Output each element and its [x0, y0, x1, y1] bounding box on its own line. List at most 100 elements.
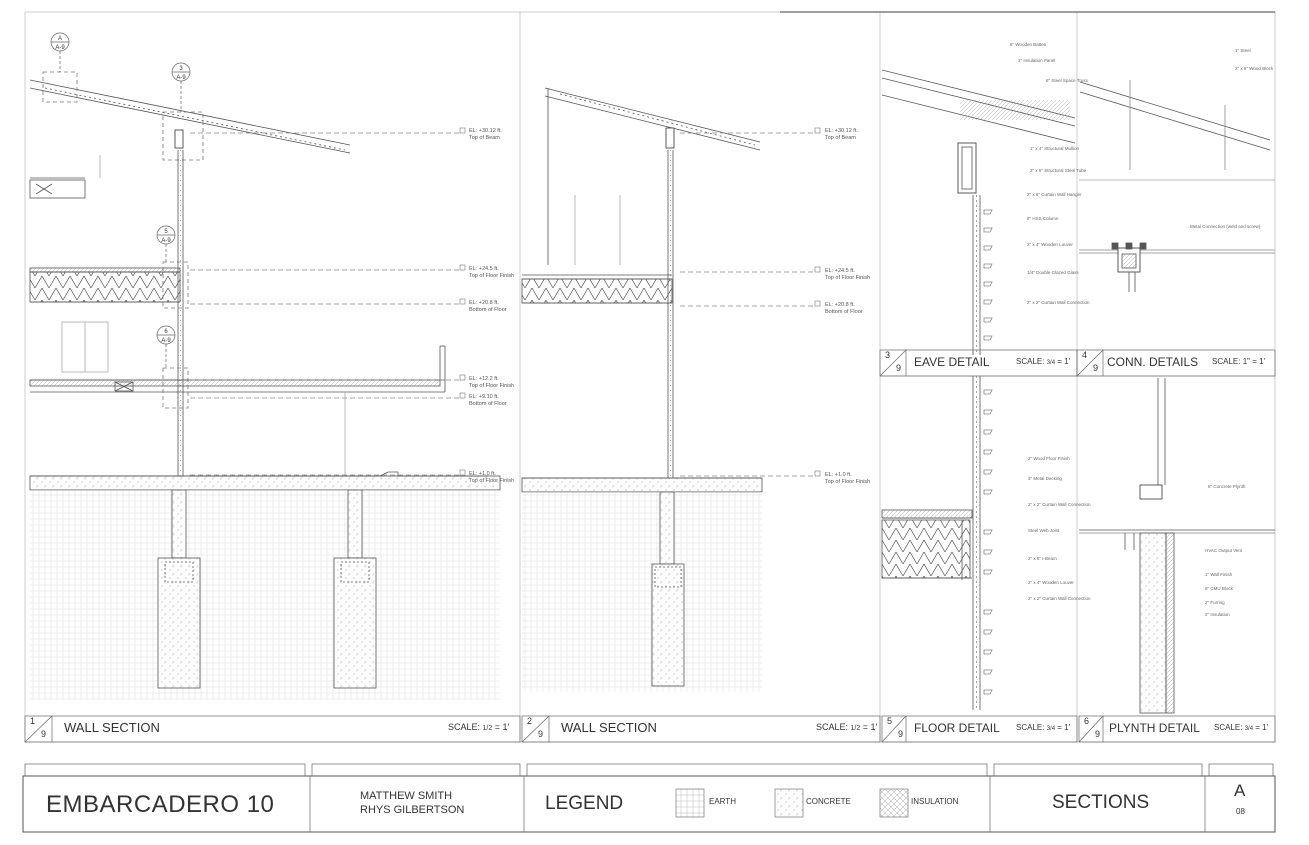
svg-text:A-9: A-9 — [176, 75, 186, 81]
drawing-title-bands — [24, 349, 1276, 743]
svg-text:Top of Floor Finish: Top of Floor Finish — [825, 479, 870, 485]
svg-text:2" x 2" Curtain Wall Connectio: 2" x 2" Curtain Wall Connection — [1028, 502, 1091, 507]
svg-text:A-9: A-9 — [161, 238, 171, 244]
svg-text:Top of Floor Finish: Top of Floor Finish — [469, 273, 514, 279]
drawing-3-scale: SCALE: 3/4 = 1' — [1016, 357, 1071, 366]
svg-text:EL: +12.2 ft.: EL: +12.2 ft. — [469, 376, 499, 382]
drawing-1-scale: SCALE: 1/2 = 1' — [448, 722, 510, 732]
svg-text:6" Wooden Batten: 6" Wooden Batten — [1010, 42, 1047, 47]
elevation-markers-s2: EL: +30.12 ft.Top of Beam EL: +24.5 ft.T… — [814, 127, 870, 485]
drawing-5-title: FLOOR DETAIL — [914, 721, 1000, 735]
elevation-marker: EL: +30.12 ft.Top of Beam — [459, 127, 502, 141]
svg-text:2" x 4" Wooden Louver: 2" x 4" Wooden Louver — [1027, 242, 1073, 247]
drawing-3-title: EAVE DETAIL — [914, 355, 990, 369]
svg-text:1/4" Double Glazed Glass: 1/4" Double Glazed Glass — [1027, 270, 1079, 275]
svg-text:8" Concrete Plynth: 8" Concrete Plynth — [1208, 484, 1246, 489]
svg-text:Bottom of Floor: Bottom of Floor — [469, 307, 507, 313]
svg-text:EL: +20.8 ft.: EL: +20.8 ft. — [825, 302, 855, 308]
floor-detail-notes: 2" Wood Floor Finish 3" Metal Decking 2"… — [1028, 456, 1091, 601]
drawing-4-sheet: 9 — [1093, 363, 1099, 373]
svg-text:1" x 4" Structural Mullion: 1" x 4" Structural Mullion — [1030, 146, 1079, 151]
elevation-marker: EL: +1.0 ft.Top of Floor Finish — [459, 469, 514, 484]
legend-concrete-label: CONCRETE — [806, 797, 851, 806]
drawing-6-sheet: 9 — [1095, 729, 1101, 739]
svg-text:EL: +24.5 ft.: EL: +24.5 ft. — [469, 266, 499, 272]
conn-details-drawing — [1079, 80, 1275, 292]
svg-text:5: 5 — [164, 229, 168, 235]
svg-text:Top of Beam: Top of Beam — [825, 135, 856, 141]
project-title: EMBARCADERO 10 — [46, 791, 275, 818]
elevation-marker: EL: +24.5 ft.Top of Floor Finish — [459, 264, 514, 279]
elevation-marker: EL: +9.10 ft.Bottom of Floor — [459, 392, 507, 407]
drawing-1-sheet: 9 — [41, 729, 47, 739]
elevation-marker: EL: +20.8 ft.Bottom of Floor — [814, 300, 863, 315]
drawing-6-number: 6 — [1084, 716, 1090, 726]
svg-text:6" Steel Space Truss: 6" Steel Space Truss — [1046, 78, 1089, 83]
elevation-marker: EL: +30.12 ft.Top of Beam — [814, 127, 858, 141]
svg-text:1" Steel: 1" Steel — [1235, 48, 1251, 53]
svg-text:2" x 6" I-Beam: 2" x 6" I-Beam — [1028, 556, 1057, 561]
legend-earth-label: EARTH — [709, 797, 736, 806]
plynth-detail-notes: 8" Concrete Plynth HVAC Output Vent 1" W… — [1205, 484, 1246, 617]
svg-text:A: A — [58, 36, 62, 42]
svg-text:HVAC Output Vent: HVAC Output Vent — [1205, 548, 1243, 553]
drawing-6-scale: SCALE: 3/4 = 1' — [1214, 723, 1269, 732]
svg-text:EL: +1.0 ft.: EL: +1.0 ft. — [469, 471, 496, 477]
legend-insulation-label: INSULATION — [911, 797, 959, 806]
sheet-number: 08 — [1236, 807, 1245, 816]
drawing-2-sheet: 9 — [538, 729, 544, 739]
callout-a: A A-9 — [50, 32, 70, 52]
svg-text:8" CMU Block: 8" CMU Block — [1205, 586, 1234, 591]
legend-earth-swatch — [675, 788, 705, 818]
drawing-5-number: 5 — [887, 716, 893, 726]
svg-text:1" Insulation Panel: 1" Insulation Panel — [1018, 58, 1055, 63]
drawing-3-sheet: 9 — [896, 363, 902, 373]
svg-text:2" x 2" Curtain Wall Connectio: 2" x 2" Curtain Wall Connection — [1027, 300, 1090, 305]
svg-text:Steel Web Joist: Steel Web Joist — [1028, 528, 1060, 533]
svg-text:Top of Floor Finish: Top of Floor Finish — [825, 275, 870, 281]
svg-text:Bottom of Floor: Bottom of Floor — [469, 401, 507, 407]
wall-section-2-drawing — [521, 87, 815, 692]
svg-text:2" x 2" Curtain Wall Connectio: 2" x 2" Curtain Wall Connection — [1028, 596, 1091, 601]
callout-5: 5 A-9 — [156, 225, 176, 245]
drawing-4-scale: SCALE: 1" = 1' — [1212, 357, 1266, 366]
svg-text:2" x 6" Curtain Wall Hanger: 2" x 6" Curtain Wall Hanger — [1027, 192, 1082, 197]
svg-text:3: 3 — [179, 66, 183, 72]
svg-text:2" x 6" Structural Steel Tube: 2" x 6" Structural Steel Tube — [1030, 168, 1087, 173]
svg-text:2" Furring: 2" Furring — [1205, 600, 1225, 605]
legend-concrete-swatch — [774, 788, 804, 818]
elevation-marker: EL: +1.0 ft.Top of Floor Finish — [814, 470, 870, 485]
svg-text:6: 6 — [164, 329, 168, 335]
drawing-1-number: 1 — [30, 716, 36, 726]
svg-text:A-9: A-9 — [161, 338, 171, 344]
drawing-6-title: PLYNTH DETAIL — [1109, 721, 1200, 735]
svg-text:EL: +20.8 ft.: EL: +20.8 ft. — [469, 300, 499, 306]
svg-text:Bottom of Floor: Bottom of Floor — [825, 309, 863, 315]
svg-text:Top of Beam: Top of Beam — [469, 135, 500, 141]
drawing-5-sheet: 9 — [898, 729, 904, 739]
drawing-1-title: WALL SECTION — [64, 720, 160, 735]
svg-text:2" x 4" Wooden Louver: 2" x 4" Wooden Louver — [1028, 580, 1074, 585]
author-1: MATTHEW SMITH — [360, 790, 453, 802]
elevation-marker: EL: +12.2 ft.Top of Floor Finish — [459, 374, 514, 389]
drawing-4-title: CONN. DETAILS — [1107, 355, 1199, 369]
sheet-title: SECTIONS — [1052, 792, 1150, 813]
svg-text:A-9: A-9 — [55, 45, 65, 51]
conn-details-notes: 1" Steel 2" x 6" Wood Block Metal Connec… — [1190, 48, 1274, 229]
floor-detail-drawing — [881, 376, 993, 710]
svg-text:8" HSS Column: 8" HSS Column — [1027, 216, 1059, 221]
drawing-2-number: 2 — [527, 716, 533, 726]
svg-text:2" Insulation: 2" Insulation — [1205, 612, 1230, 617]
svg-text:2" Wood Floor Finish: 2" Wood Floor Finish — [1028, 456, 1070, 461]
svg-text:EL: +9.10 ft.: EL: +9.10 ft. — [469, 394, 499, 400]
svg-text:Top of Floor Finish: Top of Floor Finish — [469, 383, 514, 389]
eave-detail-drawing — [881, 69, 1076, 355]
callout-3: 3 A-9 — [171, 62, 191, 82]
drawing-4-number: 4 — [1082, 350, 1088, 360]
drawing-2-title: WALL SECTION — [561, 720, 657, 735]
elevation-marker: EL: +24.5 ft.Top of Floor Finish — [814, 266, 870, 281]
callout-6: 6 A-9 — [156, 325, 176, 345]
svg-text:3" Metal Decking: 3" Metal Decking — [1028, 476, 1062, 481]
legend-insulation-swatch — [879, 788, 909, 818]
